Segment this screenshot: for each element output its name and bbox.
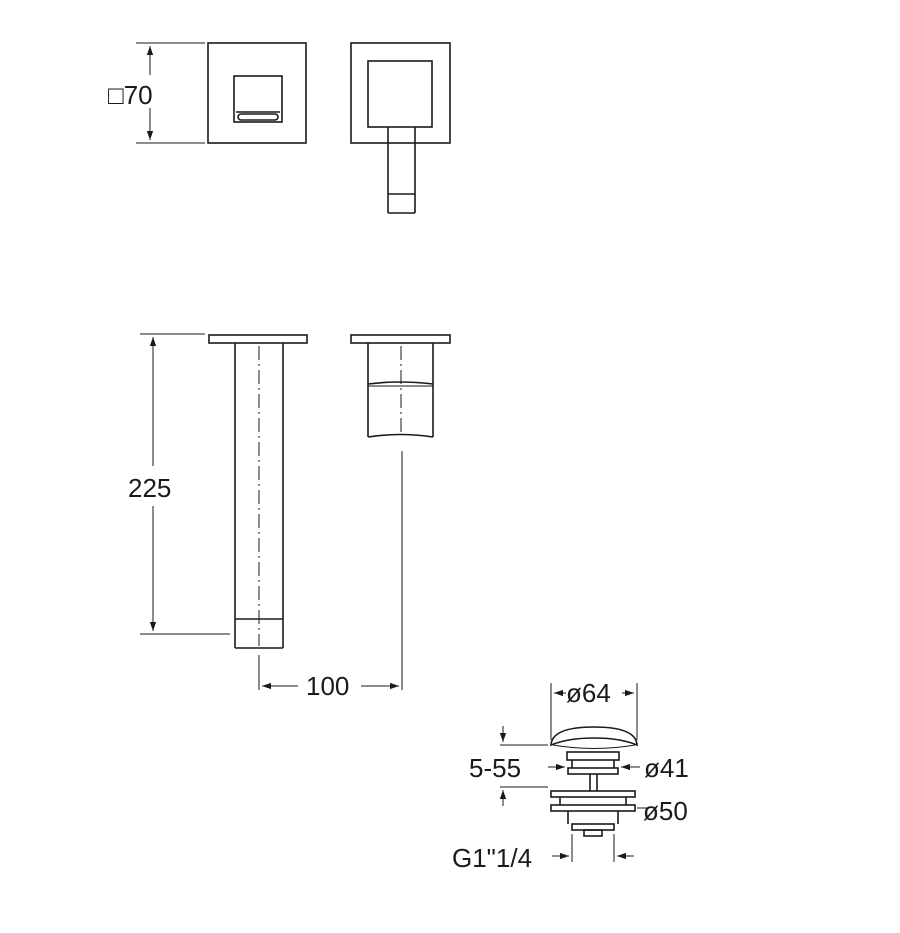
spout-side-view — [208, 334, 308, 649]
flange-diameter-dimension: ø50 — [637, 796, 688, 826]
thread-label: G1"1/4 — [452, 843, 532, 873]
adjustment-range-dimension: 5-55 — [469, 726, 548, 806]
plate-size-dimension: □70 — [108, 42, 205, 144]
mixer-side-view — [350, 334, 451, 690]
flange-diameter-label: ø50 — [643, 796, 688, 826]
spout-projection-dimension: 100 — [258, 655, 399, 701]
spout-length-label: 225 — [128, 473, 171, 503]
stem-diameter-dimension: ø41 — [548, 753, 689, 783]
adjustment-range-label: 5-55 — [469, 753, 521, 783]
spout-projection-label: 100 — [306, 671, 349, 701]
plate-size-label: □70 — [108, 80, 153, 110]
thread-dimension: G1"1/4 — [452, 834, 634, 873]
cap-diameter-dimension: ø64 — [550, 678, 638, 740]
plate-front-view — [207, 42, 307, 144]
cap-diameter-label: ø64 — [566, 678, 611, 708]
waste-valve-view — [550, 726, 638, 837]
stem-diameter-label: ø41 — [644, 753, 689, 783]
plate-rear-view — [350, 42, 451, 214]
spout-length-dimension: 225 — [128, 333, 230, 635]
